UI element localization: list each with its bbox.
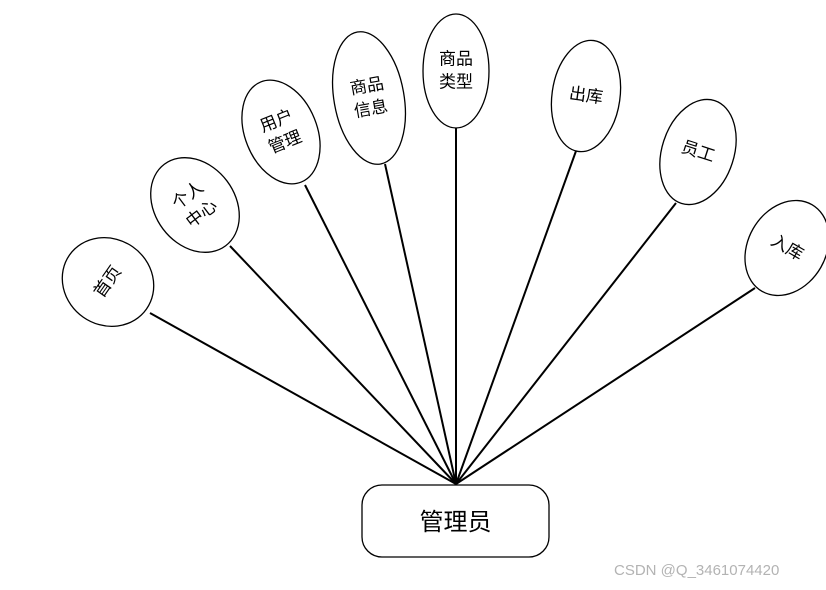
attribute-node-staff: 员工 — [659, 98, 737, 206]
attribute-node-home: 首页 — [61, 236, 155, 328]
attribute-ellipse-user-management — [241, 79, 321, 185]
attribute-node-outbound: 出库 — [550, 39, 622, 153]
attribute-label-product-type-2: 类型 — [439, 73, 473, 93]
root-entity-box — [361, 484, 550, 558]
attribute-ellipse-personal-center — [150, 157, 240, 253]
connector-line-product-info — [384, 163, 457, 485]
watermark-text: CSDN @Q_3461074420 — [614, 562, 780, 579]
connector-lines — [149, 128, 756, 485]
attribute-ellipse-product-type — [422, 13, 490, 129]
connector-line-home — [149, 312, 457, 485]
attribute-node-inbound: 入库 — [744, 199, 826, 297]
root-entity-label: 管理员 — [420, 508, 492, 536]
attribute-label-outbound-1: 出库 — [568, 84, 604, 109]
connector-line-personal-center — [229, 245, 457, 485]
connector-line-outbound — [455, 150, 577, 485]
root-entity: 管理员 — [361, 484, 550, 558]
attribute-ellipse-staff — [659, 98, 737, 206]
connector-line-staff — [455, 202, 677, 485]
attribute-ellipse-inbound — [744, 199, 826, 297]
attribute-ellipse-outbound — [550, 39, 622, 153]
connector-line-user-management — [304, 184, 457, 485]
attribute-ellipse-product-info — [331, 31, 407, 165]
connector-line-inbound — [455, 287, 756, 485]
attribute-label-product-type-1: 商品 — [439, 50, 473, 70]
